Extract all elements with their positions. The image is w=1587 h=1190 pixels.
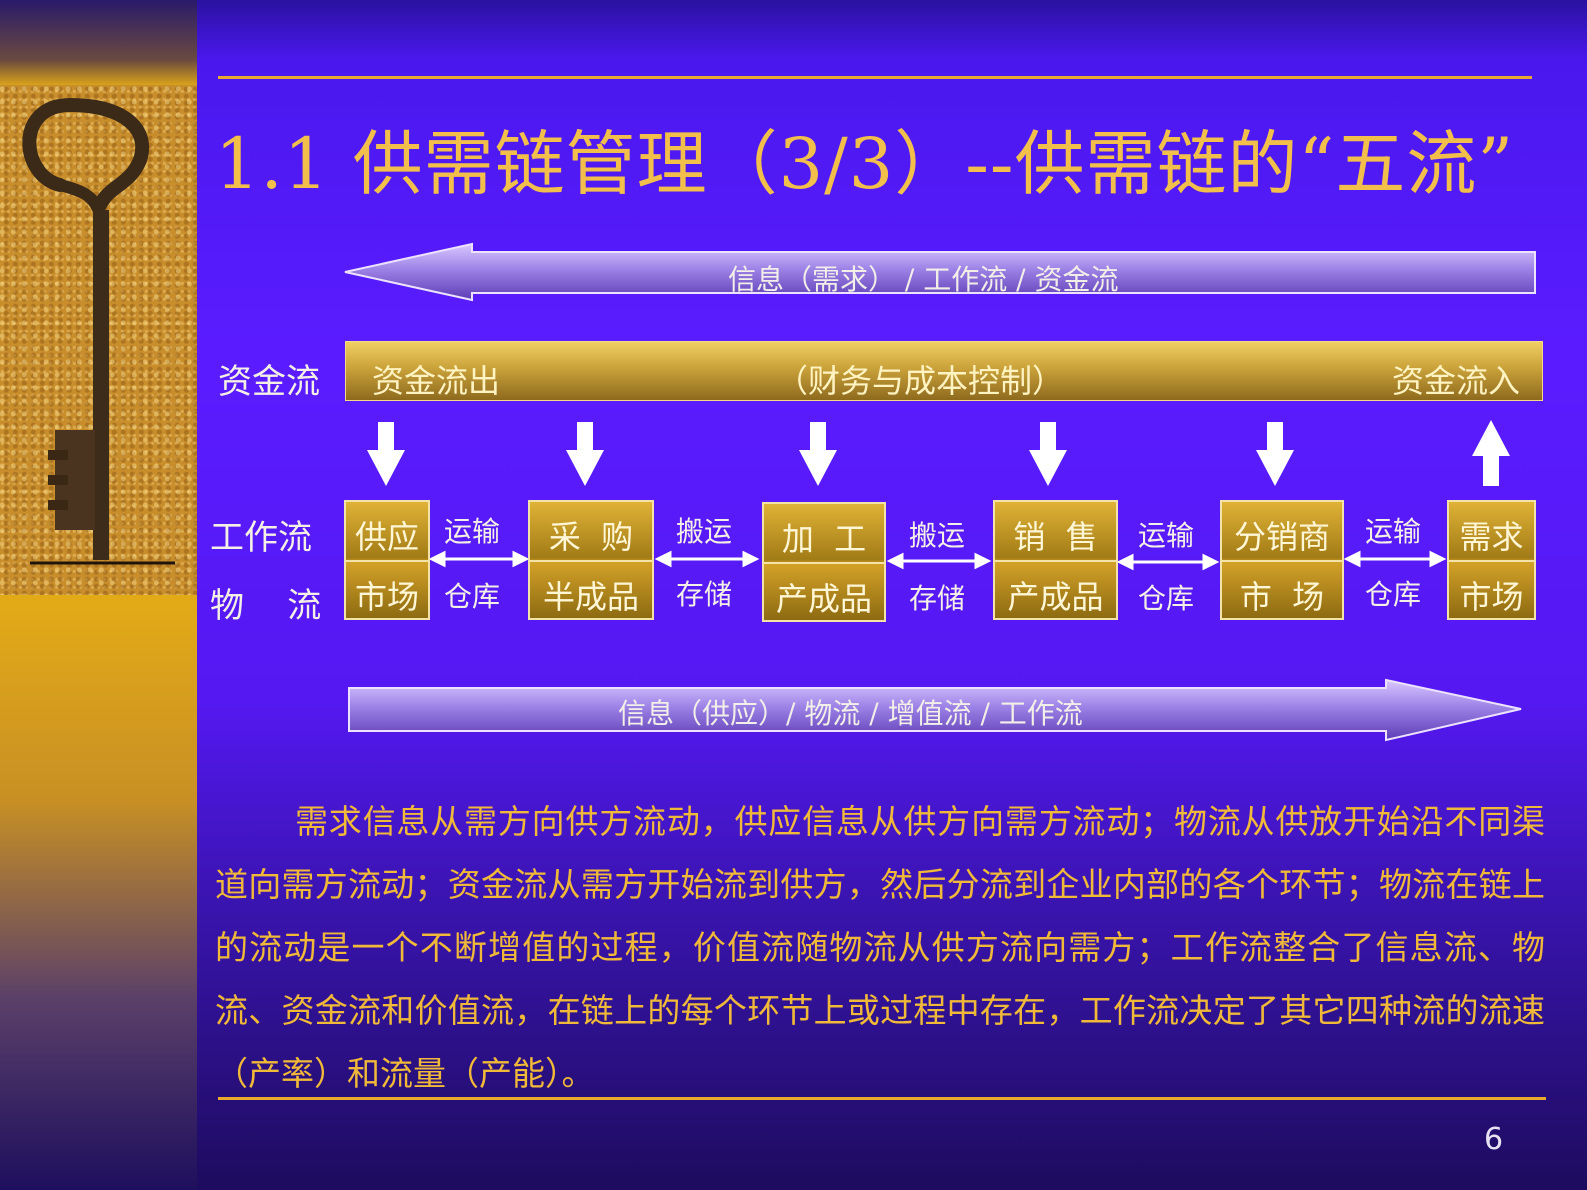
work-row-label: 工作流 [210, 518, 312, 558]
connector-top-label: 运输 [1138, 519, 1195, 552]
box-divider [764, 562, 884, 564]
box-top-label: 供应 [354, 518, 419, 556]
top-rule [218, 76, 1532, 79]
box-bottom-label: 产成品 [775, 580, 872, 618]
connector-bottom-label: 仓库 [444, 580, 501, 613]
connector-top-label: 运输 [1365, 515, 1422, 548]
finance-out-label: 资金流出 [372, 362, 501, 400]
box-bottom-label: 市场 [354, 578, 419, 616]
bottom-rule [218, 1097, 1546, 1100]
down-arrow-5 [1256, 422, 1294, 486]
vertical-arrows [367, 420, 1510, 486]
connector-bottom-label: 存储 [676, 578, 733, 611]
box-top-label: 加 工 [781, 520, 867, 558]
finance-band: 资金流出 （财务与成本控制） 资金流入 [345, 341, 1543, 401]
box-top-label: 分销商 [1233, 518, 1330, 556]
connector-bottom-label: 仓库 [1365, 578, 1422, 611]
box-top-label: 销 售 [1013, 518, 1098, 556]
finance-in-label: 资金流入 [1391, 362, 1520, 400]
key-icon [22, 97, 175, 565]
connector-top-label: 运输 [444, 515, 501, 548]
bottom-right-arrow-shape [348, 678, 1522, 742]
page-number: 6 [1484, 1122, 1504, 1157]
box-divider [1449, 560, 1534, 562]
box-sales: 销 售 产成品 [993, 500, 1118, 620]
top-left-arrow-shape [344, 242, 1536, 302]
connector-bottom-label: 存储 [909, 582, 966, 615]
box-divider [346, 560, 428, 562]
down-arrow-2 [566, 422, 604, 486]
box-demand-market: 需求 市场 [1447, 500, 1536, 620]
bottom-flow-label: 信息（供应）/ 物流 / 增值流 / 工作流 [618, 697, 1083, 730]
box-supply-market: 供应 市场 [344, 500, 430, 620]
finance-center-label: （财务与成本控制） [776, 362, 1065, 400]
explanation-paragraph: 需求信息从需方向供方流动，供应信息从供方向需方流动；物流从供放开始沿不同渠道向需… [215, 802, 1545, 1093]
box-bottom-label: 市场 [1459, 578, 1524, 616]
connector-top-label: 搬运 [909, 519, 966, 552]
box-bottom-label: 产成品 [1007, 578, 1104, 616]
box-divider [530, 560, 652, 562]
key-photo [0, 85, 197, 595]
connector-bottom-label: 仓库 [1138, 582, 1195, 615]
down-arrow-1 [367, 422, 405, 486]
down-arrow-4 [1029, 422, 1067, 486]
slide-title: 1.1 供需链管理（3/3）--供需链的“五流” [215, 123, 1515, 205]
down-arrow-3 [799, 422, 837, 486]
top-flow-label: 信息（需求） / 工作流 / 资金流 [728, 263, 1119, 296]
box-bottom-label: 半成品 [542, 578, 639, 616]
box-distributor: 分销商 市 场 [1220, 500, 1344, 620]
connector-top-label: 搬运 [676, 515, 733, 548]
box-bottom-label: 市 场 [1239, 578, 1325, 616]
box-divider [995, 560, 1116, 562]
finance-row-label: 资金流 [218, 362, 320, 402]
logistics-row-label: 物 流 [210, 586, 322, 626]
box-processing: 加 工 产成品 [762, 502, 886, 622]
box-divider [1222, 560, 1342, 562]
box-procurement: 采 购 半成品 [528, 500, 654, 620]
box-top-label: 采 购 [548, 518, 634, 556]
up-arrow [1472, 420, 1510, 486]
double-arrows [428, 550, 1447, 571]
box-top-label: 需求 [1459, 518, 1524, 556]
